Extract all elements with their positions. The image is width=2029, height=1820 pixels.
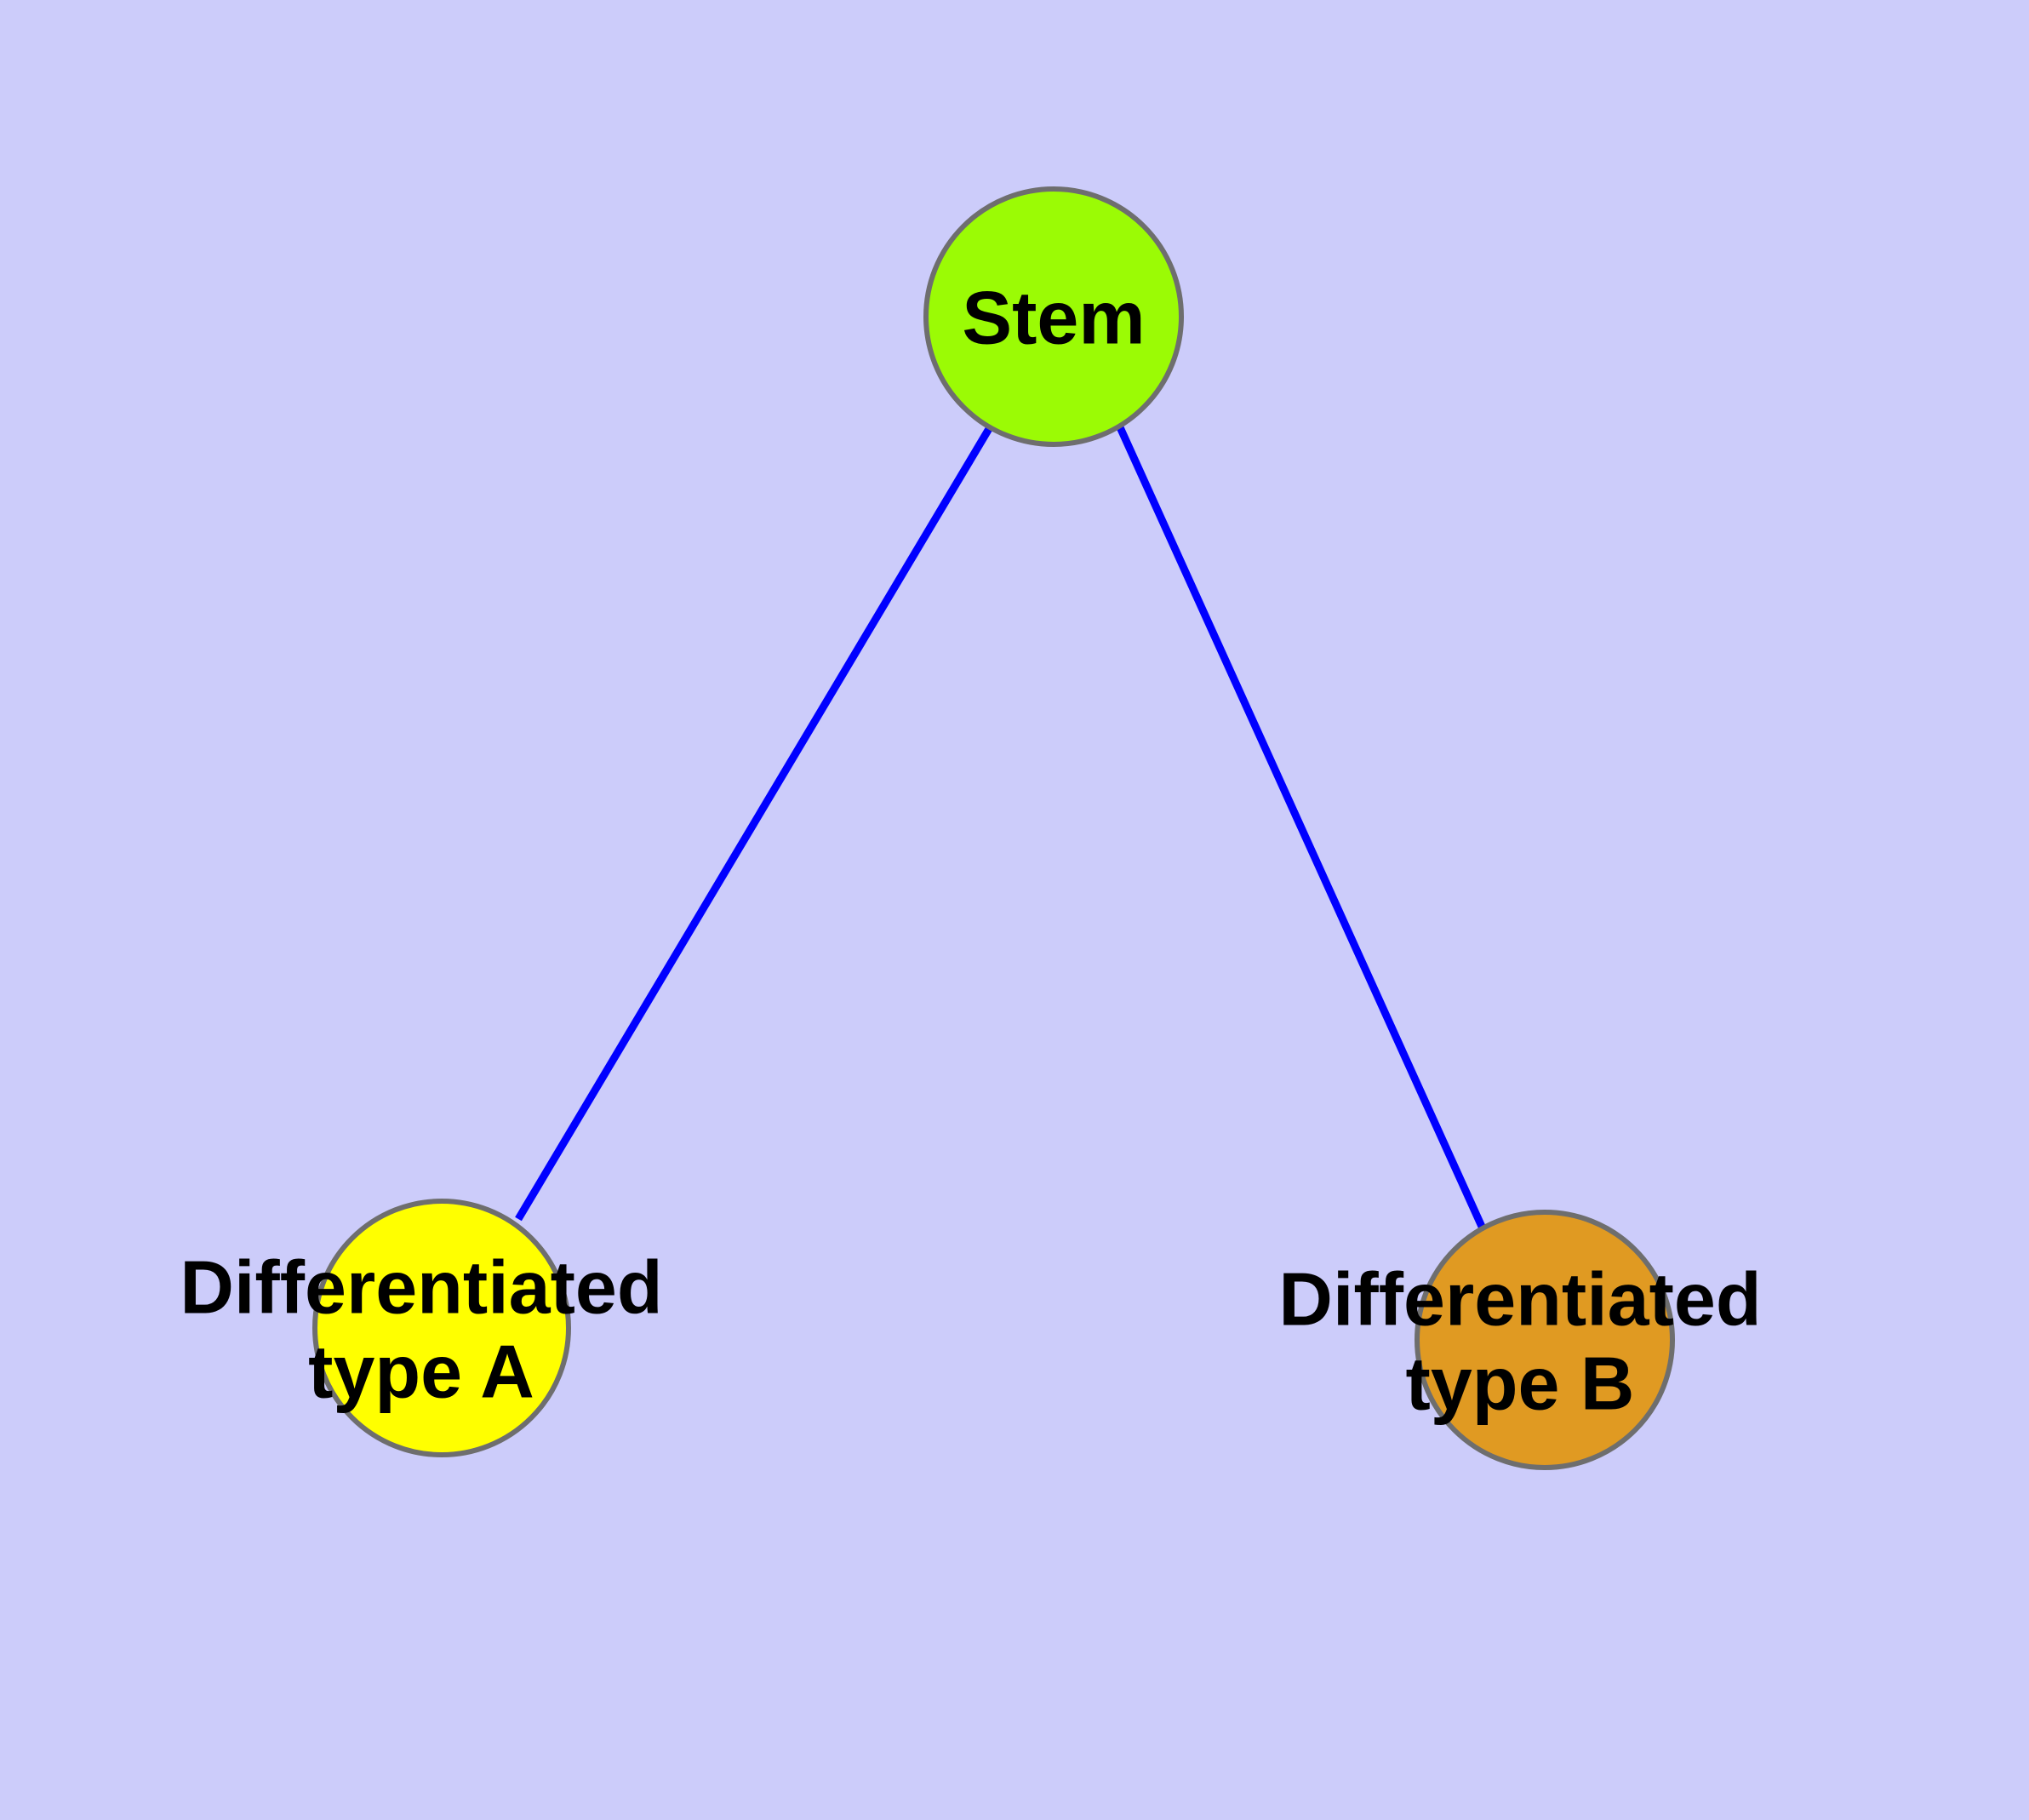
edges-layer (515, 425, 1487, 1230)
edge-stem-to-diff-b[interactable] (1116, 426, 1487, 1230)
node-diff-a[interactable] (312, 1199, 571, 1457)
node-stem[interactable] (923, 186, 1184, 447)
node-diff-b[interactable] (1415, 1210, 1675, 1470)
nodes-layer (312, 186, 1675, 1470)
edge-stem-to-diff-a[interactable] (515, 425, 993, 1222)
